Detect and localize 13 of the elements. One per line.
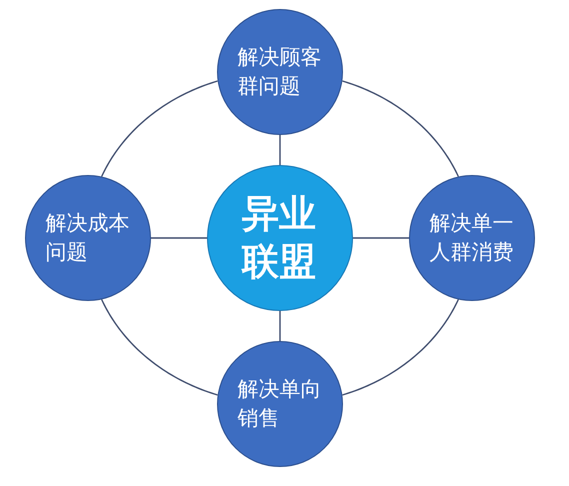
topic-circle: 解决成本问题 bbox=[25, 175, 151, 301]
hub-circle: 异业联盟 bbox=[207, 165, 353, 311]
connector-line bbox=[353, 237, 409, 239]
topic-circle: 解决单向销售 bbox=[217, 341, 343, 467]
ring-arc bbox=[101, 299, 218, 396]
connector-line bbox=[279, 311, 281, 341]
topic-circle: 解决单一人群消费 bbox=[409, 175, 535, 301]
connector-line bbox=[279, 135, 281, 165]
topic-circle: 解决顾客群问题 bbox=[217, 9, 343, 135]
ring-arc bbox=[101, 80, 218, 177]
ring-arc bbox=[342, 299, 459, 396]
connector-line bbox=[151, 237, 207, 239]
ring-arc bbox=[342, 80, 459, 177]
